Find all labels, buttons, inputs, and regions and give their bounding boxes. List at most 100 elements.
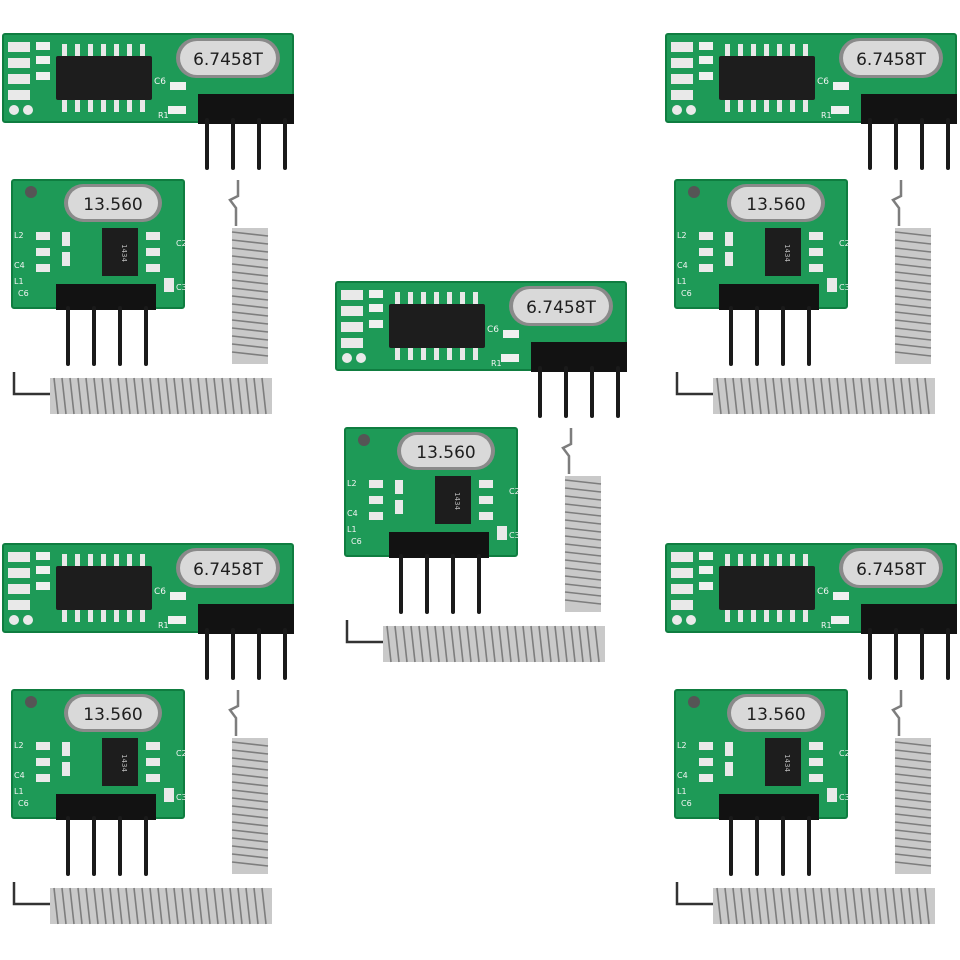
silk-label-l1: L1 (14, 787, 24, 796)
silk-label-c2: C2 (839, 239, 850, 248)
transmitter-module: 13.560 1434 L2 C4 L1 C6 C2 C3 (11, 179, 187, 366)
receiver-pin-header (861, 94, 957, 170)
transmitter-ic: 1434 (765, 228, 801, 276)
kit-graphic: 6.7458T C6 R1 (2, 33, 294, 415)
silk-label-l2: L2 (347, 479, 357, 488)
silk-label-l1: L1 (677, 787, 687, 796)
receiver-pin-header (531, 342, 627, 418)
transmitter-ic-mark: 1434 (120, 754, 128, 772)
rf-module-kit-top-left: 6.7458T C6 R1 (0, 28, 300, 448)
spring-antenna-horizontal (675, 882, 935, 925)
transmitter-pin-header (719, 284, 819, 366)
transmitter-crystal: 13.560 (727, 184, 825, 222)
transmitter-crystal: 13.560 (64, 694, 162, 732)
kit-graphic: 6.7458T C6 R1 (335, 281, 627, 663)
transmitter-module: 13.560 1434 L2 C4 L1 C6 C2 C3 (674, 179, 850, 366)
silk-label-r1: R1 (821, 621, 832, 630)
silk-label-c6: C6 (817, 587, 829, 597)
silk-label-c6-tx: C6 (681, 289, 692, 298)
receiver-ic (56, 554, 152, 622)
silk-label-r1: R1 (491, 359, 502, 368)
receiver-crystal: 6.7458T (176, 38, 280, 78)
transmitter-crystal: 13.560 (64, 184, 162, 222)
transmitter-ic-mark: 1434 (453, 492, 461, 510)
receiver-crystal-label: 6.7458T (856, 560, 926, 580)
silk-label-l2: L2 (14, 741, 24, 750)
silk-label-c6: C6 (487, 325, 499, 335)
spring-antenna-horizontal (12, 372, 272, 415)
transmitter-crystal: 13.560 (397, 432, 495, 470)
receiver-module: 6.7458T C6 R1 (2, 33, 294, 170)
silk-label-l2: L2 (677, 231, 687, 240)
transmitter-module: 13.560 1434 L2 C4 L1 C6 C2 C3 (11, 689, 187, 876)
receiver-crystal-label: 6.7458T (856, 50, 926, 70)
silk-label-c3: C3 (176, 793, 187, 802)
rf-module-kit-top-right: 6.7458T C6 R1 (663, 28, 960, 448)
receiver-pin-header (861, 604, 957, 680)
silk-label-c6-tx: C6 (681, 799, 692, 808)
kit-graphic: 6.7458T C6 R1 (665, 543, 957, 925)
silk-label-c2: C2 (839, 749, 850, 758)
rf-module-kit-center: 6.7458T C6 R1 (333, 276, 633, 696)
receiver-ic (389, 292, 485, 360)
spring-antenna-vertical (891, 180, 932, 364)
silk-label-c6-tx: C6 (18, 289, 29, 298)
transmitter-module: 13.560 1434 L2 C4 L1 C6 C2 C3 (344, 427, 520, 614)
transmitter-ic: 1434 (102, 738, 138, 786)
spring-antenna-vertical (891, 690, 932, 874)
transmitter-pin-header (389, 532, 489, 614)
receiver-crystal-label: 6.7458T (526, 298, 596, 318)
transmitter-module: 13.560 1434 L2 C4 L1 C6 C2 C3 (674, 689, 850, 876)
silk-label-c6-tx: C6 (351, 537, 362, 546)
transmitter-pin-header (719, 794, 819, 876)
receiver-crystal-label: 6.7458T (193, 560, 263, 580)
receiver-ic (719, 44, 815, 112)
receiver-crystal: 6.7458T (509, 286, 613, 326)
silk-label-c4: C4 (14, 261, 25, 270)
transmitter-ic: 1434 (435, 476, 471, 524)
transmitter-crystal-label: 13.560 (416, 443, 475, 463)
silk-label-c4: C4 (677, 261, 688, 270)
silk-label-c6: C6 (817, 77, 829, 87)
receiver-crystal: 6.7458T (839, 548, 943, 588)
transmitter-pin-header (56, 794, 156, 876)
silk-label-r1: R1 (158, 621, 169, 630)
transmitter-ic-mark: 1434 (783, 754, 791, 772)
receiver-pin-header (198, 94, 294, 170)
transmitter-ic-mark: 1434 (120, 244, 128, 262)
receiver-module: 6.7458T C6 R1 (665, 33, 957, 170)
spring-antenna-vertical (228, 180, 269, 364)
silk-label-c3: C3 (839, 793, 850, 802)
spring-antenna-vertical (561, 428, 602, 612)
receiver-ic (719, 554, 815, 622)
silk-label-c4: C4 (347, 509, 358, 518)
kit-graphic: 6.7458T C6 R1 (665, 33, 957, 415)
spring-antenna-horizontal (675, 372, 935, 415)
silk-label-c2: C2 (509, 487, 520, 496)
silk-label-c6: C6 (154, 587, 166, 597)
silk-label-c4: C4 (677, 771, 688, 780)
silk-label-c6-tx: C6 (18, 799, 29, 808)
transmitter-ic: 1434 (765, 738, 801, 786)
receiver-crystal-label: 6.7458T (193, 50, 263, 70)
receiver-pin-header (198, 604, 294, 680)
silk-label-l2: L2 (14, 231, 24, 240)
transmitter-crystal: 13.560 (727, 694, 825, 732)
receiver-ic (56, 44, 152, 112)
silk-label-r1: R1 (158, 111, 169, 120)
transmitter-crystal-label: 13.560 (746, 705, 805, 725)
receiver-module: 6.7458T C6 R1 (335, 281, 627, 418)
silk-label-r1: R1 (821, 111, 832, 120)
transmitter-crystal-label: 13.560 (83, 195, 142, 215)
receiver-crystal: 6.7458T (839, 38, 943, 78)
silk-label-c2: C2 (176, 239, 187, 248)
transmitter-crystal-label: 13.560 (83, 705, 142, 725)
silk-label-c4: C4 (14, 771, 25, 780)
silk-label-l1: L1 (14, 277, 24, 286)
transmitter-pin-header (56, 284, 156, 366)
spring-antenna-horizontal (345, 620, 605, 663)
silk-label-l1: L1 (677, 277, 687, 286)
spring-antenna-vertical (228, 690, 269, 874)
kit-graphic: 6.7458T C6 R1 (2, 543, 294, 925)
